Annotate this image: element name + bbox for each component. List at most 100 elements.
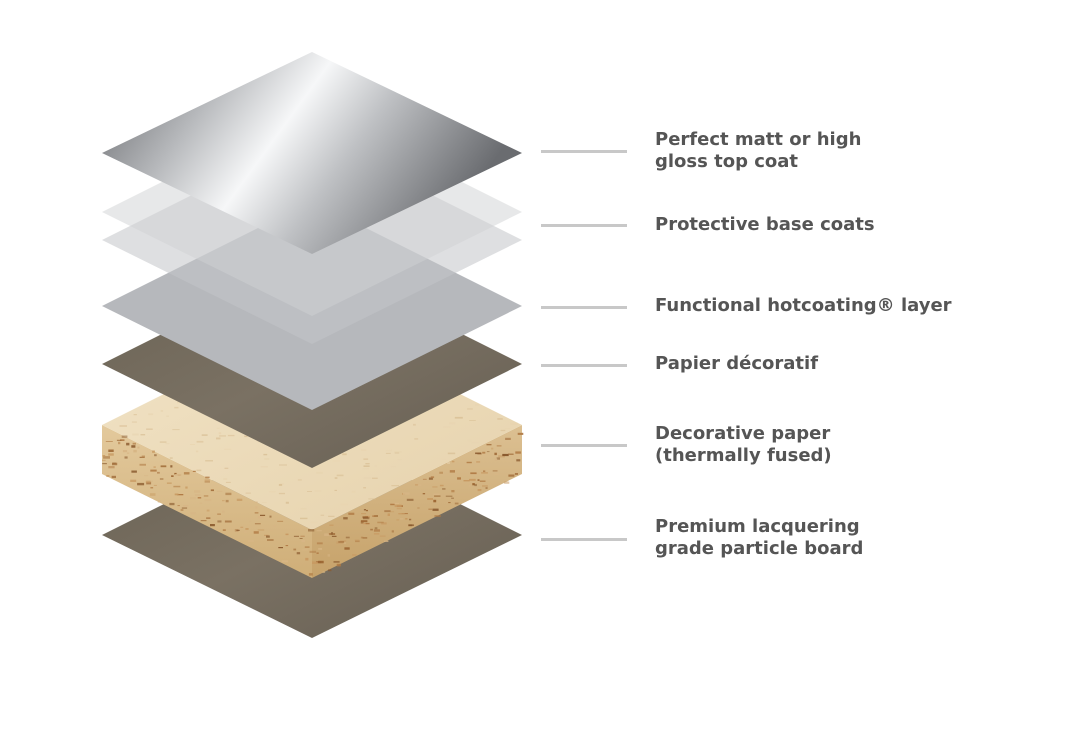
board-chip [285, 533, 289, 536]
board-chip [355, 540, 360, 543]
label-decorative-paper-line2: (thermally fused) [655, 445, 832, 466]
board-chip [174, 493, 179, 496]
board-chip [266, 535, 270, 538]
board-chip [477, 479, 480, 481]
board-chip [216, 427, 220, 429]
board-chip [308, 573, 313, 576]
board-chip [176, 494, 184, 496]
board-chip [157, 471, 160, 474]
board-chip [261, 502, 267, 503]
board-chip [439, 471, 443, 474]
board-chip [216, 437, 221, 440]
board-chip [516, 459, 521, 462]
board-chip [370, 528, 373, 531]
board-chip [185, 486, 188, 489]
board-chip [112, 462, 116, 465]
board-chip [244, 531, 247, 533]
board-chip [510, 422, 518, 425]
board-chip [133, 449, 137, 453]
board-chip [445, 495, 453, 497]
board-chip [360, 520, 368, 523]
board-chip [415, 484, 419, 486]
board-chip [296, 552, 301, 555]
board-chip [496, 457, 500, 460]
board-chip [422, 478, 427, 480]
board-chip [108, 453, 114, 456]
board-chip [173, 485, 181, 488]
leader-line-top-coat [541, 150, 627, 153]
board-chip [342, 453, 347, 456]
board-chip [398, 513, 405, 515]
board-chip [340, 540, 347, 542]
label-base-coats-line1: Protective base coats [655, 214, 875, 235]
board-chip [467, 439, 472, 442]
board-chip [397, 459, 402, 461]
board-chip [285, 545, 289, 547]
board-chip [116, 439, 122, 441]
board-chip [300, 517, 308, 520]
board-chip [219, 435, 226, 437]
board-chip [111, 475, 116, 479]
board-chip [322, 571, 326, 573]
board-chip [475, 403, 480, 406]
board-chip [338, 541, 345, 543]
board-chip [103, 456, 110, 459]
board-chip [267, 539, 274, 541]
board-chip [137, 446, 140, 449]
board-chip [494, 458, 498, 461]
board-chip [373, 529, 380, 532]
board-chip [394, 452, 400, 454]
board-chip [130, 479, 137, 482]
label-top-coat-line2: gloss top coat [655, 151, 799, 172]
board-chip [328, 515, 335, 517]
board-chip [472, 483, 475, 486]
board-chip [150, 487, 154, 489]
board-chip [406, 498, 414, 501]
board-chip [319, 523, 322, 525]
board-chip [120, 439, 125, 441]
board-chip [343, 517, 348, 520]
board-chip [183, 472, 190, 475]
board-chip [309, 550, 317, 553]
board-chip [392, 502, 399, 505]
board-chip [293, 548, 297, 551]
board-chip [474, 483, 477, 487]
board-chip [227, 434, 235, 437]
board-chip [260, 466, 268, 468]
board-chip [293, 535, 299, 537]
board-chip [190, 512, 196, 515]
board-chip [225, 492, 232, 496]
board-chip [172, 429, 180, 431]
board-chip [345, 536, 350, 539]
board-chip [170, 465, 173, 468]
board-chip [126, 442, 130, 446]
board-chip [210, 489, 214, 492]
board-chip [384, 510, 391, 513]
board-chip [195, 450, 199, 453]
board-chip [320, 514, 325, 516]
board-chip [451, 497, 454, 499]
board-chip [166, 415, 169, 417]
board-chip [102, 459, 106, 461]
board-chip [384, 540, 389, 542]
board-chip [222, 529, 226, 531]
board-chip [492, 470, 498, 472]
board-chip [119, 425, 127, 427]
label-papier-line1: Papier décoratif [655, 353, 819, 374]
board-chip [365, 522, 370, 525]
board-chip [433, 493, 440, 495]
board-chip [205, 476, 210, 479]
board-chip [194, 494, 201, 496]
board-chip [277, 520, 284, 522]
board-chip [300, 535, 305, 537]
board-chip [400, 518, 404, 520]
board-chip [302, 549, 308, 551]
board-chip [343, 542, 346, 544]
board-chip [149, 493, 156, 496]
board-chip [159, 441, 167, 443]
board-chip [331, 532, 333, 535]
board-chip [515, 451, 521, 454]
label-particle-board-line1: Premium lacquering [655, 516, 860, 537]
board-chip [451, 490, 455, 493]
